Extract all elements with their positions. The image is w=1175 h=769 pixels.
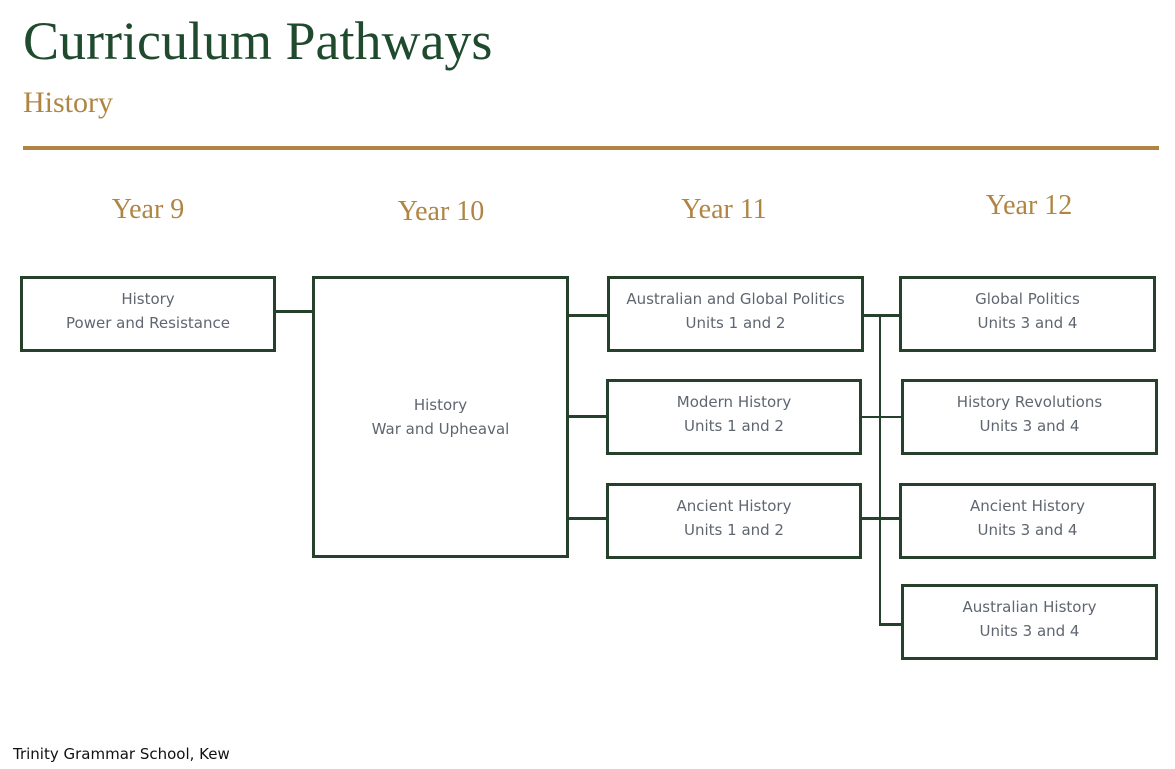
connector-y10-y11-1 [567,314,608,317]
year-heading-9: Year 9 [111,194,185,225]
course-name: Australian History [962,598,1097,616]
course-name: Modern History [676,393,792,411]
connector-y10-y11-2 [567,415,608,418]
course-name: Australian and Global Politics [626,290,845,308]
course-detail: Units 3 and 4 [979,622,1080,640]
course-box-y11-australian-global-politics[interactable]: Australian and Global Politics Units 1 a… [607,276,864,352]
course-detail: Units 1 and 2 [685,314,786,332]
connector-y12-4-in [879,623,902,626]
footer-school-name: Trinity Grammar School, Kew [13,745,230,763]
connector-y10-y11-3 [567,517,608,520]
course-detail: War and Upheaval [371,420,510,438]
course-detail: Units 3 and 4 [977,314,1078,332]
course-detail: Units 3 and 4 [977,521,1078,539]
course-name: Ancient History [970,497,1085,515]
connector-y9-y10 [274,310,314,313]
year-heading-11: Year 11 [681,194,767,225]
year-heading-12: Year 12 [985,190,1073,221]
course-name: History [121,290,175,308]
course-name: History [413,396,468,414]
connector-y11-2-out [860,416,902,418]
page-title: Curriculum Pathways [23,11,493,71]
year-heading-10: Year 10 [397,196,485,227]
course-box-y12-australian-history[interactable]: Australian History Units 3 and 4 [901,584,1158,660]
course-box-y11-ancient-history[interactable]: Ancient History Units 1 and 2 [606,483,862,559]
course-detail: Units 1 and 2 [684,417,784,435]
course-detail: Units 1 and 2 [684,521,784,539]
course-box-y12-global-politics[interactable]: Global Politics Units 3 and 4 [899,276,1156,352]
course-box-y10-history-war-upheaval[interactable]: History War and Upheaval [312,276,569,558]
course-name: Ancient History [676,497,792,515]
connector-y11-trunk [879,315,881,626]
course-detail: Units 3 and 4 [979,417,1080,435]
course-name: History Revolutions [956,393,1103,411]
course-box-y11-modern-history[interactable]: Modern History Units 1 and 2 [606,379,862,455]
page-subtitle: History [23,86,113,119]
course-box-y9-history-power-resistance[interactable]: History Power and Resistance [20,276,276,352]
course-box-y12-ancient-history[interactable]: Ancient History Units 3 and 4 [899,483,1156,559]
connector-y11-1-out [862,314,901,317]
course-name: Global Politics [975,290,1080,308]
connector-y11-3-out [860,517,901,520]
course-box-y12-history-revolutions[interactable]: History Revolutions Units 3 and 4 [901,379,1158,455]
course-detail: Power and Resistance [66,314,230,332]
header-divider [23,146,1159,150]
